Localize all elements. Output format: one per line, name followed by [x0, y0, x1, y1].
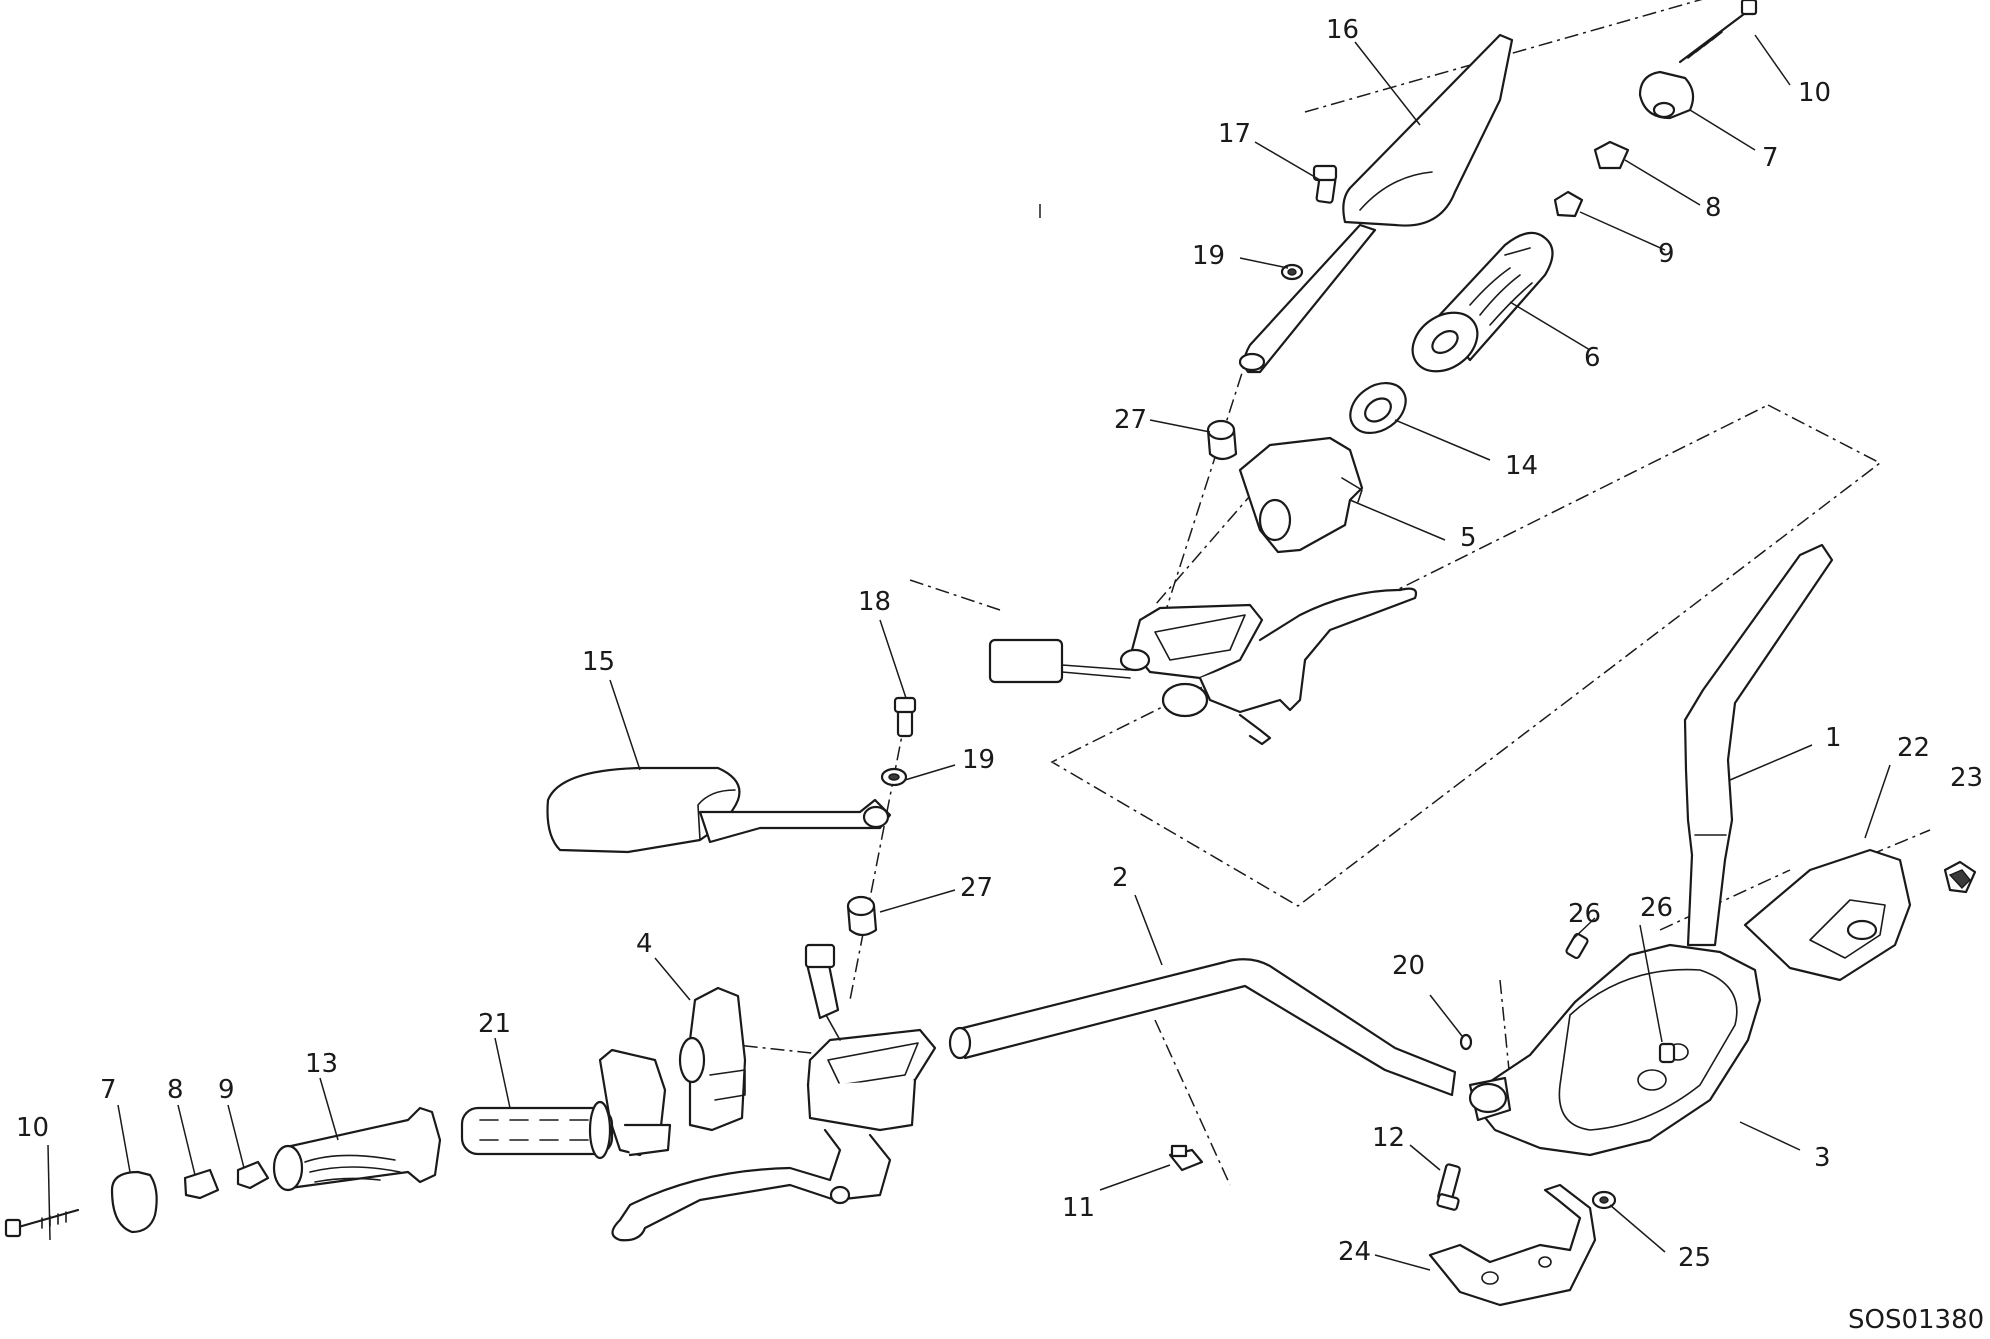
left-grip-part-13 — [272, 1106, 442, 1192]
callout-9-right: 9 — [1658, 239, 1675, 269]
right-switch-part-5 — [1238, 436, 1364, 554]
callout-20: 20 — [1392, 951, 1425, 981]
callout-1: 1 — [1825, 723, 1842, 753]
spacer-part-27-top — [1206, 419, 1238, 461]
callout-19-left: 19 — [962, 745, 995, 775]
callout-21: 21 — [478, 1009, 511, 1039]
cap-part-23 — [1943, 860, 1977, 894]
callout-3: 3 — [1814, 1143, 1831, 1173]
throttle-grip-part-21 — [460, 1048, 672, 1160]
assembly-axes — [689, 0, 1931, 1186]
callout-7-right: 7 — [1762, 143, 1779, 173]
nut-part-25 — [1591, 1190, 1617, 1210]
grip-part-6 — [1411, 231, 1554, 373]
right-handlebar-part-1 — [1683, 543, 1834, 947]
callout-15: 15 — [582, 647, 615, 677]
callout-8-left: 8 — [167, 1075, 184, 1105]
switch-ring-part-14 — [1349, 381, 1407, 435]
spacer-part-27-left — [846, 895, 878, 937]
callout-10-right: 10 — [1798, 78, 1831, 108]
callout-26-a: 26 — [1568, 899, 1601, 929]
right-mirror-part-16 — [1238, 33, 1514, 374]
screw-part-26-a — [1565, 932, 1589, 960]
callout-13: 13 — [305, 1049, 338, 1079]
washer-part-19-left — [880, 767, 908, 787]
nut-part-11 — [1168, 1144, 1204, 1172]
screw-part-26-b — [1658, 1042, 1676, 1064]
callout-labels: 16 10 7 17 8 19 9 6 27 14 5 18 15 19 1 2… — [16, 15, 1983, 1273]
pin-part-20 — [1459, 1033, 1473, 1051]
callout-14: 14 — [1505, 451, 1538, 481]
callout-27-left: 27 — [960, 873, 993, 903]
callout-11: 11 — [1062, 1193, 1095, 1223]
bracket-part-24 — [1428, 1183, 1597, 1307]
callout-25: 25 — [1678, 1243, 1711, 1273]
bar-end-weight-part-7-right — [1638, 70, 1695, 120]
callout-7-left: 7 — [100, 1075, 117, 1105]
drawing-code: SOS01380 — [1848, 1305, 1984, 1335]
callout-19-top: 19 — [1192, 241, 1225, 271]
front-brake-master-cylinder — [988, 587, 1418, 746]
callout-27-top: 27 — [1114, 405, 1147, 435]
callout-10-left: 10 — [16, 1113, 49, 1143]
insert-part-8-right — [1593, 140, 1630, 170]
dashboard-bracket-part-3 — [1468, 943, 1762, 1157]
left-switch-part-4 — [678, 986, 747, 1132]
callout-22: 22 — [1897, 733, 1930, 763]
callout-26-b: 26 — [1640, 893, 1673, 923]
callout-18: 18 — [858, 587, 891, 617]
mirror-bolt-part-17 — [1312, 164, 1338, 204]
insert-part-8-left — [183, 1168, 220, 1200]
handlebar-part-2 — [948, 958, 1457, 1097]
callout-9-left: 9 — [218, 1075, 235, 1105]
callout-2: 2 — [1112, 863, 1129, 893]
cover-part-22 — [1743, 848, 1912, 982]
callout-8-right: 8 — [1705, 193, 1722, 223]
callout-16: 16 — [1326, 15, 1359, 45]
bar-end-bolt-part-10-left — [4, 1208, 80, 1238]
bolt-part-12 — [1436, 1163, 1461, 1211]
callout-6: 6 — [1584, 343, 1601, 373]
callout-12: 12 — [1372, 1123, 1405, 1153]
callout-24: 24 — [1338, 1237, 1371, 1267]
callout-23: 23 — [1950, 763, 1983, 793]
insert-part-9-right — [1553, 190, 1584, 218]
mirror-bolt-part-18 — [893, 696, 917, 738]
callout-5: 5 — [1460, 523, 1477, 553]
insert-part-9-left — [236, 1160, 270, 1190]
left-mirror-part-15 — [546, 766, 892, 854]
bar-end-bolt-part-10-right — [1678, 0, 1758, 64]
callout-4: 4 — [636, 929, 653, 959]
leader-lines — [47, 34, 1891, 1271]
callout-17: 17 — [1218, 119, 1251, 149]
clutch-master-cylinder — [611, 943, 937, 1242]
bar-end-weight-part-7-left — [110, 1170, 158, 1234]
